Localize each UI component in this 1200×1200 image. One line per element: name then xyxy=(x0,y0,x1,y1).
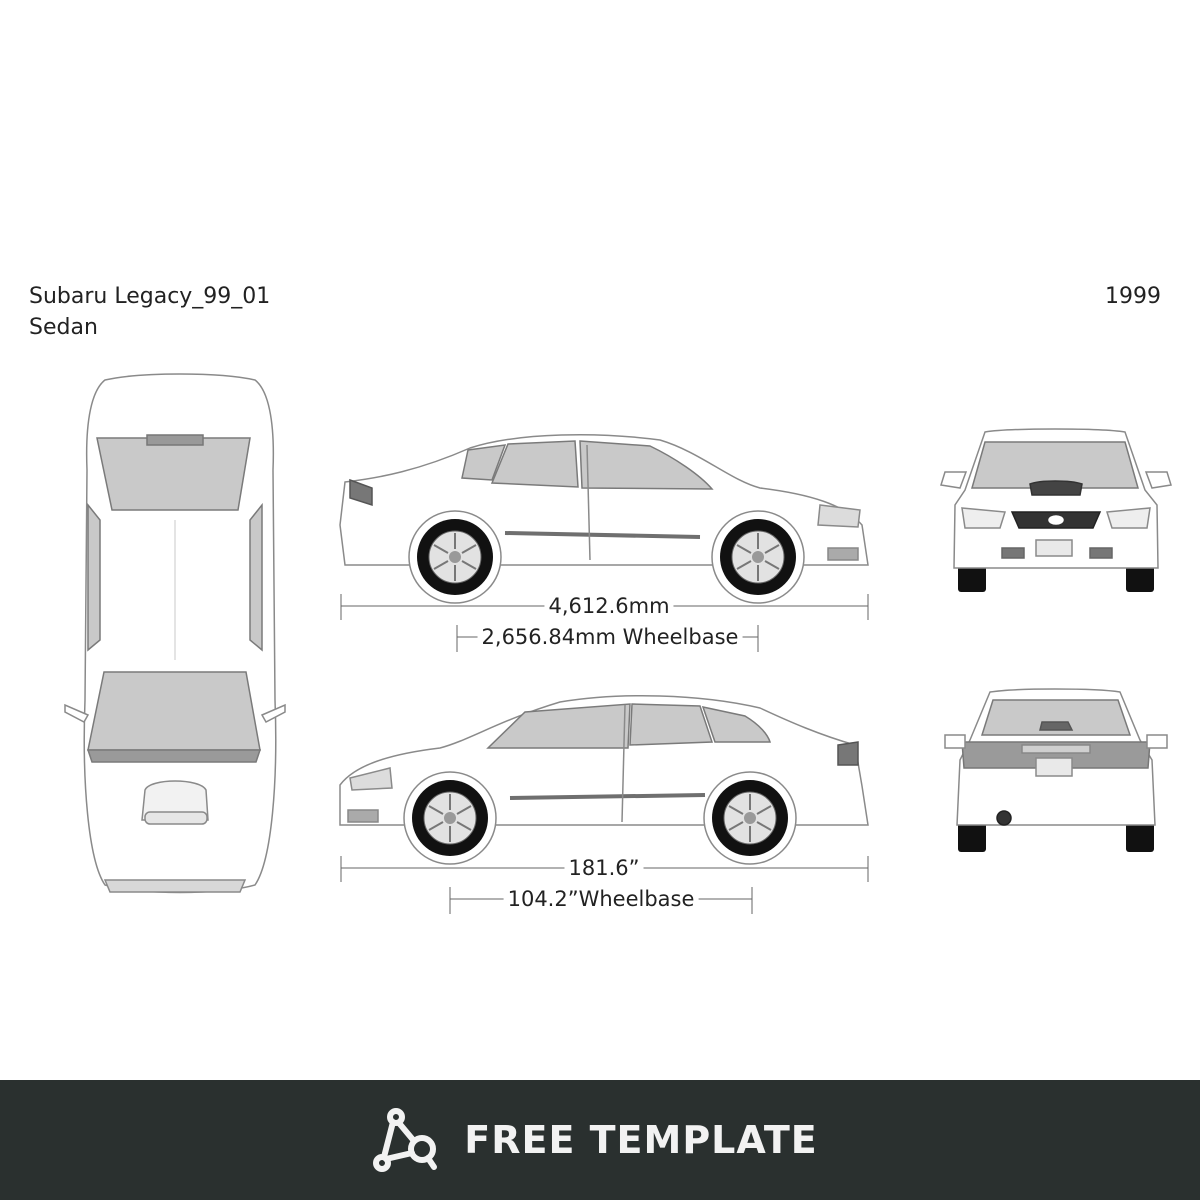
footer-banner: FREE TEMPLATE xyxy=(0,1080,1200,1200)
wheelbase-metric-label: 2,656.84mm Wheelbase xyxy=(477,624,743,650)
wheelbase-imperial-label: 104.2”Wheelbase xyxy=(503,886,699,912)
top-view xyxy=(64,373,286,894)
vehicle-year: 1999 xyxy=(1105,284,1161,309)
vehicle-drawing xyxy=(64,373,1172,914)
length-imperial-label: 181.6” xyxy=(564,855,644,881)
vehicle-model: Subaru Legacy_99_01 xyxy=(29,284,271,309)
wheel-front xyxy=(719,518,797,596)
vehicle-title-block: Subaru Legacy_99_01 Sedan xyxy=(29,281,270,343)
vehicle-body-style: Sedan xyxy=(29,315,98,340)
wheel-rear-left xyxy=(711,779,789,857)
wheel-rear xyxy=(416,518,494,596)
length-metric-label: 4,612.6mm xyxy=(544,593,674,619)
free-template-link[interactable]: FREE TEMPLATE xyxy=(372,1107,817,1173)
front-view xyxy=(940,428,1172,592)
wheel-front-left xyxy=(411,779,489,857)
free-template-label: FREE TEMPLATE xyxy=(464,1118,818,1162)
triangle-nodes-icon xyxy=(373,1108,438,1172)
rear-view xyxy=(944,688,1168,852)
